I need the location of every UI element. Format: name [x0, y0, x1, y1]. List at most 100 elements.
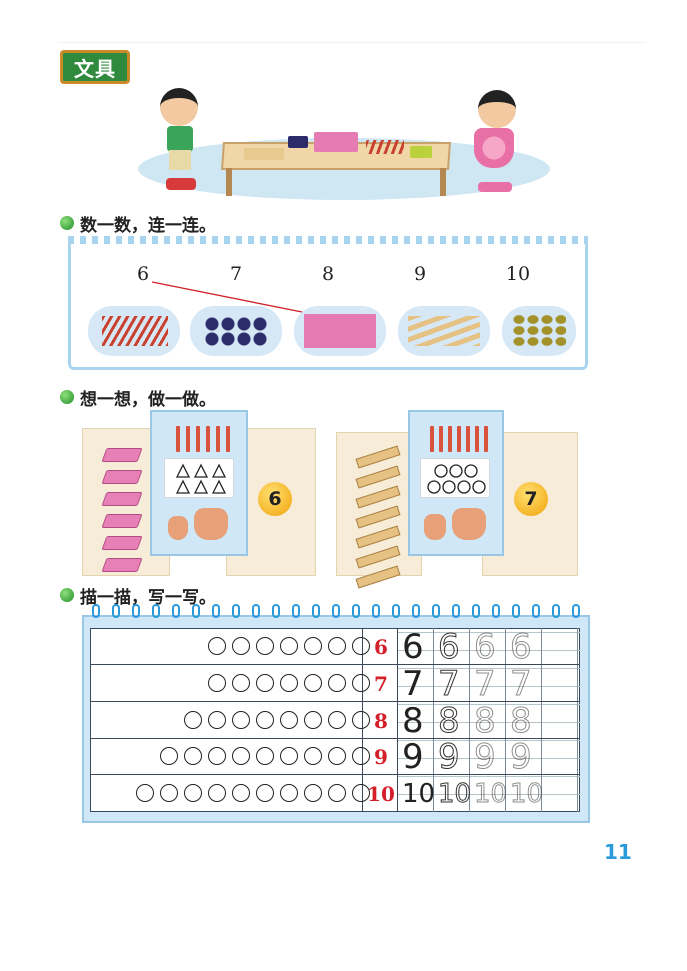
eraser-icon [101, 558, 143, 572]
count-circle-icon [280, 673, 298, 692]
spiral-ring-icon [172, 604, 180, 618]
sharpeners-cloud[interactable] [190, 306, 282, 356]
count-circle-icon [304, 673, 322, 692]
number-label: 7 [229, 263, 243, 285]
circles-card [420, 458, 490, 498]
rulers-cloud[interactable] [398, 306, 490, 356]
lesson-title: 文具 [74, 56, 116, 81]
circles-icon [427, 464, 486, 494]
count-circle-icon [352, 710, 370, 729]
spiral-ring-icon [292, 604, 300, 618]
count-circle-icon [280, 637, 298, 655]
girl-head [478, 90, 516, 128]
trace-digit[interactable]: 9 [474, 737, 497, 778]
trace-digit[interactable]: 6 [474, 627, 497, 667]
writing-grid [398, 628, 580, 812]
section-trace-heading: 描一描，写一写。 [60, 584, 216, 608]
boy-shirt [167, 126, 193, 152]
trace-digit[interactable]: 7 [510, 663, 533, 704]
eraser-icon [101, 470, 143, 484]
number-label: 8 [321, 263, 335, 285]
trace-digit[interactable]: 10 [509, 779, 544, 810]
count-circle-icon [304, 710, 322, 729]
count-circle-icon [232, 637, 250, 655]
number-label: 6 [136, 263, 150, 285]
row-digit: 10 [367, 782, 395, 807]
blocks-icon [512, 314, 566, 348]
erasers-cloud[interactable] [294, 306, 386, 356]
trace-digit[interactable]: 8 [474, 700, 497, 741]
trace-digit[interactable]: 9 [438, 737, 461, 778]
count-circle-icon [304, 747, 322, 766]
ruler-icon [355, 545, 401, 569]
trace-digit[interactable]: 10 [473, 779, 508, 810]
spiral-ring-icon [492, 604, 500, 618]
panel-scallop-edge [68, 236, 588, 244]
count-circle-icon [328, 710, 346, 729]
spiral-ring-icon [572, 604, 580, 618]
spiral-ring-icon [552, 604, 560, 618]
stick-icon [206, 426, 210, 452]
grid-divider [397, 628, 398, 812]
spiral-ring-icon [372, 604, 380, 618]
pencils-cloud[interactable] [88, 306, 180, 356]
green-dot-icon [60, 588, 74, 602]
spiral-ring-icon [212, 604, 220, 618]
eraser-stack [101, 448, 144, 572]
boy-shoes [166, 178, 196, 190]
girl-dress [474, 128, 514, 168]
trace-digit[interactable]: 7 [474, 663, 497, 704]
count-panel [68, 238, 588, 370]
blocks-cloud[interactable] [502, 306, 576, 356]
hands-six-icon [168, 504, 232, 542]
count-circle-icon [232, 710, 250, 729]
row-digit: 6 [374, 635, 388, 659]
trace-digit[interactable]: 8 [438, 700, 461, 741]
trace-digit[interactable]: 10 [437, 779, 472, 810]
trace-digit[interactable]: 6 [402, 627, 424, 667]
eraser-icon [101, 536, 143, 550]
ruler-pile [244, 148, 284, 160]
trace-digit[interactable]: 9 [402, 737, 424, 778]
ruler-icon [355, 525, 401, 549]
stick-icon [176, 426, 180, 452]
table-leg [226, 168, 232, 196]
trace-digit[interactable]: 7 [402, 663, 424, 704]
spiral-ring-icon [232, 604, 240, 618]
trace-digit[interactable]: 7 [438, 663, 461, 704]
spiral-ring-icon [252, 604, 260, 618]
section-count-heading: 数一数，连一连。 [60, 212, 216, 236]
count-circle-icon [304, 784, 322, 803]
trace-digit[interactable]: 6 [438, 627, 461, 667]
ruler-icon [355, 505, 401, 529]
spiral-ring-icon [412, 604, 420, 618]
trace-digit[interactable]: 10 [402, 779, 436, 810]
hands-seven-icon [424, 504, 488, 542]
count-circle-icon [256, 673, 274, 692]
count-circle-icon [256, 784, 274, 803]
stick-icon [439, 426, 443, 452]
trace-digit[interactable]: 8 [402, 700, 424, 741]
trace-digit[interactable]: 9 [510, 737, 533, 778]
count-circle-icon [160, 784, 178, 803]
count-circle-icon [352, 637, 370, 655]
answer-badge: 7 [514, 482, 548, 516]
boy-shorts [169, 150, 191, 170]
count-circle-icon [208, 747, 226, 766]
trace-digit[interactable]: 6 [510, 627, 533, 667]
count-circle-icon [208, 673, 226, 692]
stick-icon [430, 426, 434, 452]
eraser-icon [101, 492, 143, 506]
green-dot-icon [60, 216, 74, 230]
stick-icon [484, 426, 488, 452]
spiral-ring-icon [132, 604, 140, 618]
trace-digit[interactable]: 8 [510, 700, 533, 741]
spiral-ring-icon [432, 604, 440, 618]
count-circle-icon [256, 710, 274, 729]
sharpener-pile [288, 136, 308, 148]
eraser-icon [101, 448, 143, 462]
